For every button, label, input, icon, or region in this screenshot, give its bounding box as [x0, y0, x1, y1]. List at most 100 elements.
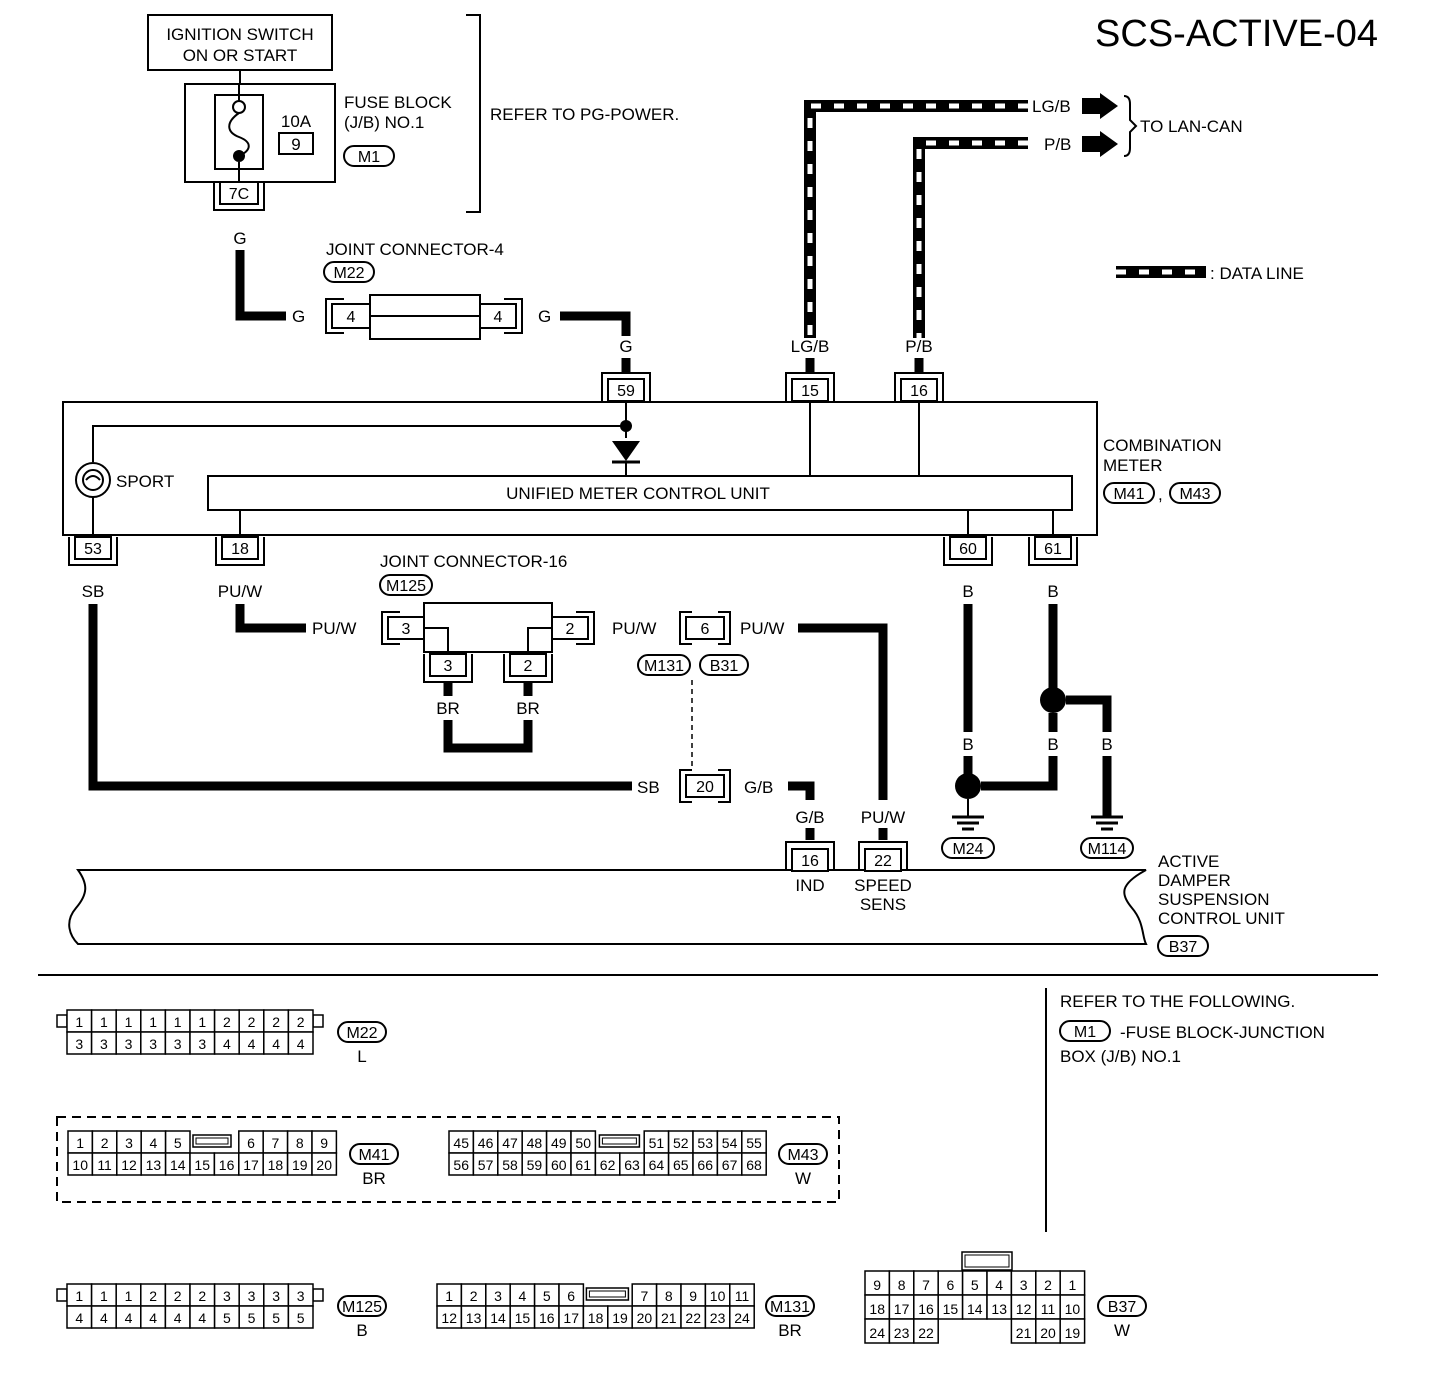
b37-pin-label: 23: [894, 1325, 910, 1341]
wire-label-g-4: G: [619, 337, 632, 356]
m125-pin-label: 3: [297, 1288, 305, 1304]
b37-pin-label: 22: [918, 1325, 934, 1341]
adscu-name-4: CONTROL UNIT: [1158, 909, 1285, 928]
m41-pin-label: 6: [247, 1135, 255, 1151]
m131-pin-label: 2: [470, 1288, 478, 1304]
m41-pin-label: 11: [97, 1157, 112, 1173]
b37-pin-label: 1: [1069, 1277, 1077, 1293]
m43-pin-label: 61: [575, 1157, 591, 1173]
m43-pin-label: 46: [478, 1135, 494, 1151]
b37-pin-label: 19: [1065, 1325, 1081, 1341]
m125-pin-label: 4: [125, 1310, 133, 1326]
m41-pin-label: 12: [121, 1157, 137, 1173]
m125-pin-label: 4: [100, 1310, 108, 1326]
m131-pin-label: 5: [543, 1288, 551, 1304]
m22-pin-label: 4: [248, 1036, 256, 1052]
m22-pin-label: 2: [297, 1014, 305, 1030]
ground-icon: [952, 815, 984, 831]
diagram-title: SCS-ACTIVE-04: [1095, 13, 1378, 55]
wire-label-puw-5: PU/W: [861, 808, 905, 827]
m22-pin-label: 2: [248, 1014, 256, 1030]
m41-pin-label: 1: [76, 1135, 84, 1151]
joint-connector-4: 4 4: [325, 294, 523, 340]
legend-data-line: : DATA LINE: [1210, 264, 1304, 283]
m43-pin-label: 54: [722, 1135, 738, 1151]
meter-connector-group: [56, 1116, 840, 1203]
m125-pin-label: 3: [272, 1288, 280, 1304]
fuse-block-connector-id: M1: [358, 149, 380, 166]
m43-pin-label: 67: [722, 1157, 738, 1173]
b37-pin-label: 6: [947, 1277, 955, 1293]
m41-pin-label: 4: [150, 1135, 158, 1151]
wire-label-b-2: B: [1047, 582, 1058, 601]
joint16-pin-2b: 2: [524, 658, 533, 675]
m41-pin-label: 5: [174, 1135, 182, 1151]
m43-pin-label: 60: [551, 1157, 567, 1173]
latch-icon: [192, 1134, 232, 1148]
b37-pin-label: 10: [1065, 1301, 1081, 1317]
m41-pin-label: 3: [125, 1135, 133, 1151]
fuse-block-name-2: (J/B) NO.1: [344, 113, 424, 132]
joint-connector-16: 3 2 3 2: [381, 602, 595, 683]
m22-pin-label: 3: [125, 1036, 133, 1052]
refer-pg-power: REFER TO PG-POWER.: [490, 105, 679, 124]
b37-pin-label: 14: [967, 1301, 983, 1317]
m43-pin-label: 66: [697, 1157, 713, 1173]
wire-label-g-1: G: [233, 229, 246, 248]
wire-label-lgb: LG/B: [791, 337, 830, 356]
meter-pin-15: 15: [801, 383, 819, 400]
m22-pin-label: 3: [174, 1036, 182, 1052]
b37-cell: [864, 1318, 891, 1344]
refer-following-line1: REFER TO THE FOLLOWING.: [1060, 992, 1295, 1011]
m43-pin-label: 53: [697, 1135, 713, 1151]
m22-pin-label: 2: [272, 1014, 280, 1030]
m131-pin-label: 6: [567, 1288, 575, 1304]
wire-b-3: [1066, 695, 1112, 732]
adscu-pin-22: 22: [874, 853, 892, 870]
m131-pin-label: 24: [734, 1310, 750, 1326]
b37-pin-label: 16: [918, 1301, 934, 1317]
m43-pin-label: 58: [502, 1157, 518, 1173]
ground-m114: M114: [1088, 841, 1127, 858]
b37-face-color: W: [1114, 1321, 1130, 1340]
b37-pin-label: 2: [1044, 1277, 1052, 1293]
inline-pin-20: 20: [696, 779, 714, 796]
diode-icon: [612, 441, 640, 461]
wire-puw-1: [235, 604, 306, 633]
data-line-pb: [913, 137, 1028, 338]
wire-label-puw-3: PU/W: [612, 619, 656, 638]
wire-label-g-2: G: [292, 307, 305, 326]
wire-g-2: [560, 311, 631, 336]
m131-pin-label: 13: [466, 1310, 482, 1326]
wire-label-b-3: B: [962, 735, 973, 754]
ground-m24: M24: [952, 841, 983, 858]
b37-pin-label: 21: [1016, 1325, 1032, 1341]
m125-face-id: M125: [342, 1299, 382, 1316]
m131-pin-label: 23: [710, 1310, 726, 1326]
wire-label-gb-2: G/B: [795, 808, 824, 827]
b37-face-id: B37: [1108, 1299, 1137, 1316]
ignition-switch-line2: ON OR START: [183, 46, 298, 65]
m43-pin-label: 51: [649, 1135, 665, 1151]
m131-pin-label: 9: [689, 1288, 697, 1304]
m131-pin-label: 19: [612, 1310, 628, 1326]
sport-indicator-icon: [75, 462, 111, 498]
m41-pin-label: 14: [170, 1157, 186, 1173]
m41-pin-label: 7: [272, 1135, 280, 1151]
m43-pin-label: 68: [746, 1157, 762, 1173]
combination-meter-name-2: METER: [1103, 456, 1163, 475]
b37-cell: [961, 1294, 988, 1320]
m125-pin-label: 4: [198, 1310, 206, 1326]
fuse-icon: [228, 112, 250, 157]
m22-pin-label: 4: [223, 1036, 231, 1052]
wire-g-1: [235, 250, 286, 321]
m43-face-color: W: [795, 1169, 811, 1188]
wire-label-sb-2: SB: [637, 778, 660, 797]
m131-pin-label: 4: [519, 1288, 527, 1304]
wire-puw-2: [798, 623, 888, 800]
ignition-switch: IGNITION SWITCH ON OR START: [147, 14, 333, 71]
m22-pin-label: 3: [75, 1036, 83, 1052]
m125-face-color: B: [356, 1321, 367, 1340]
wire-label-b-4: B: [1047, 735, 1058, 754]
